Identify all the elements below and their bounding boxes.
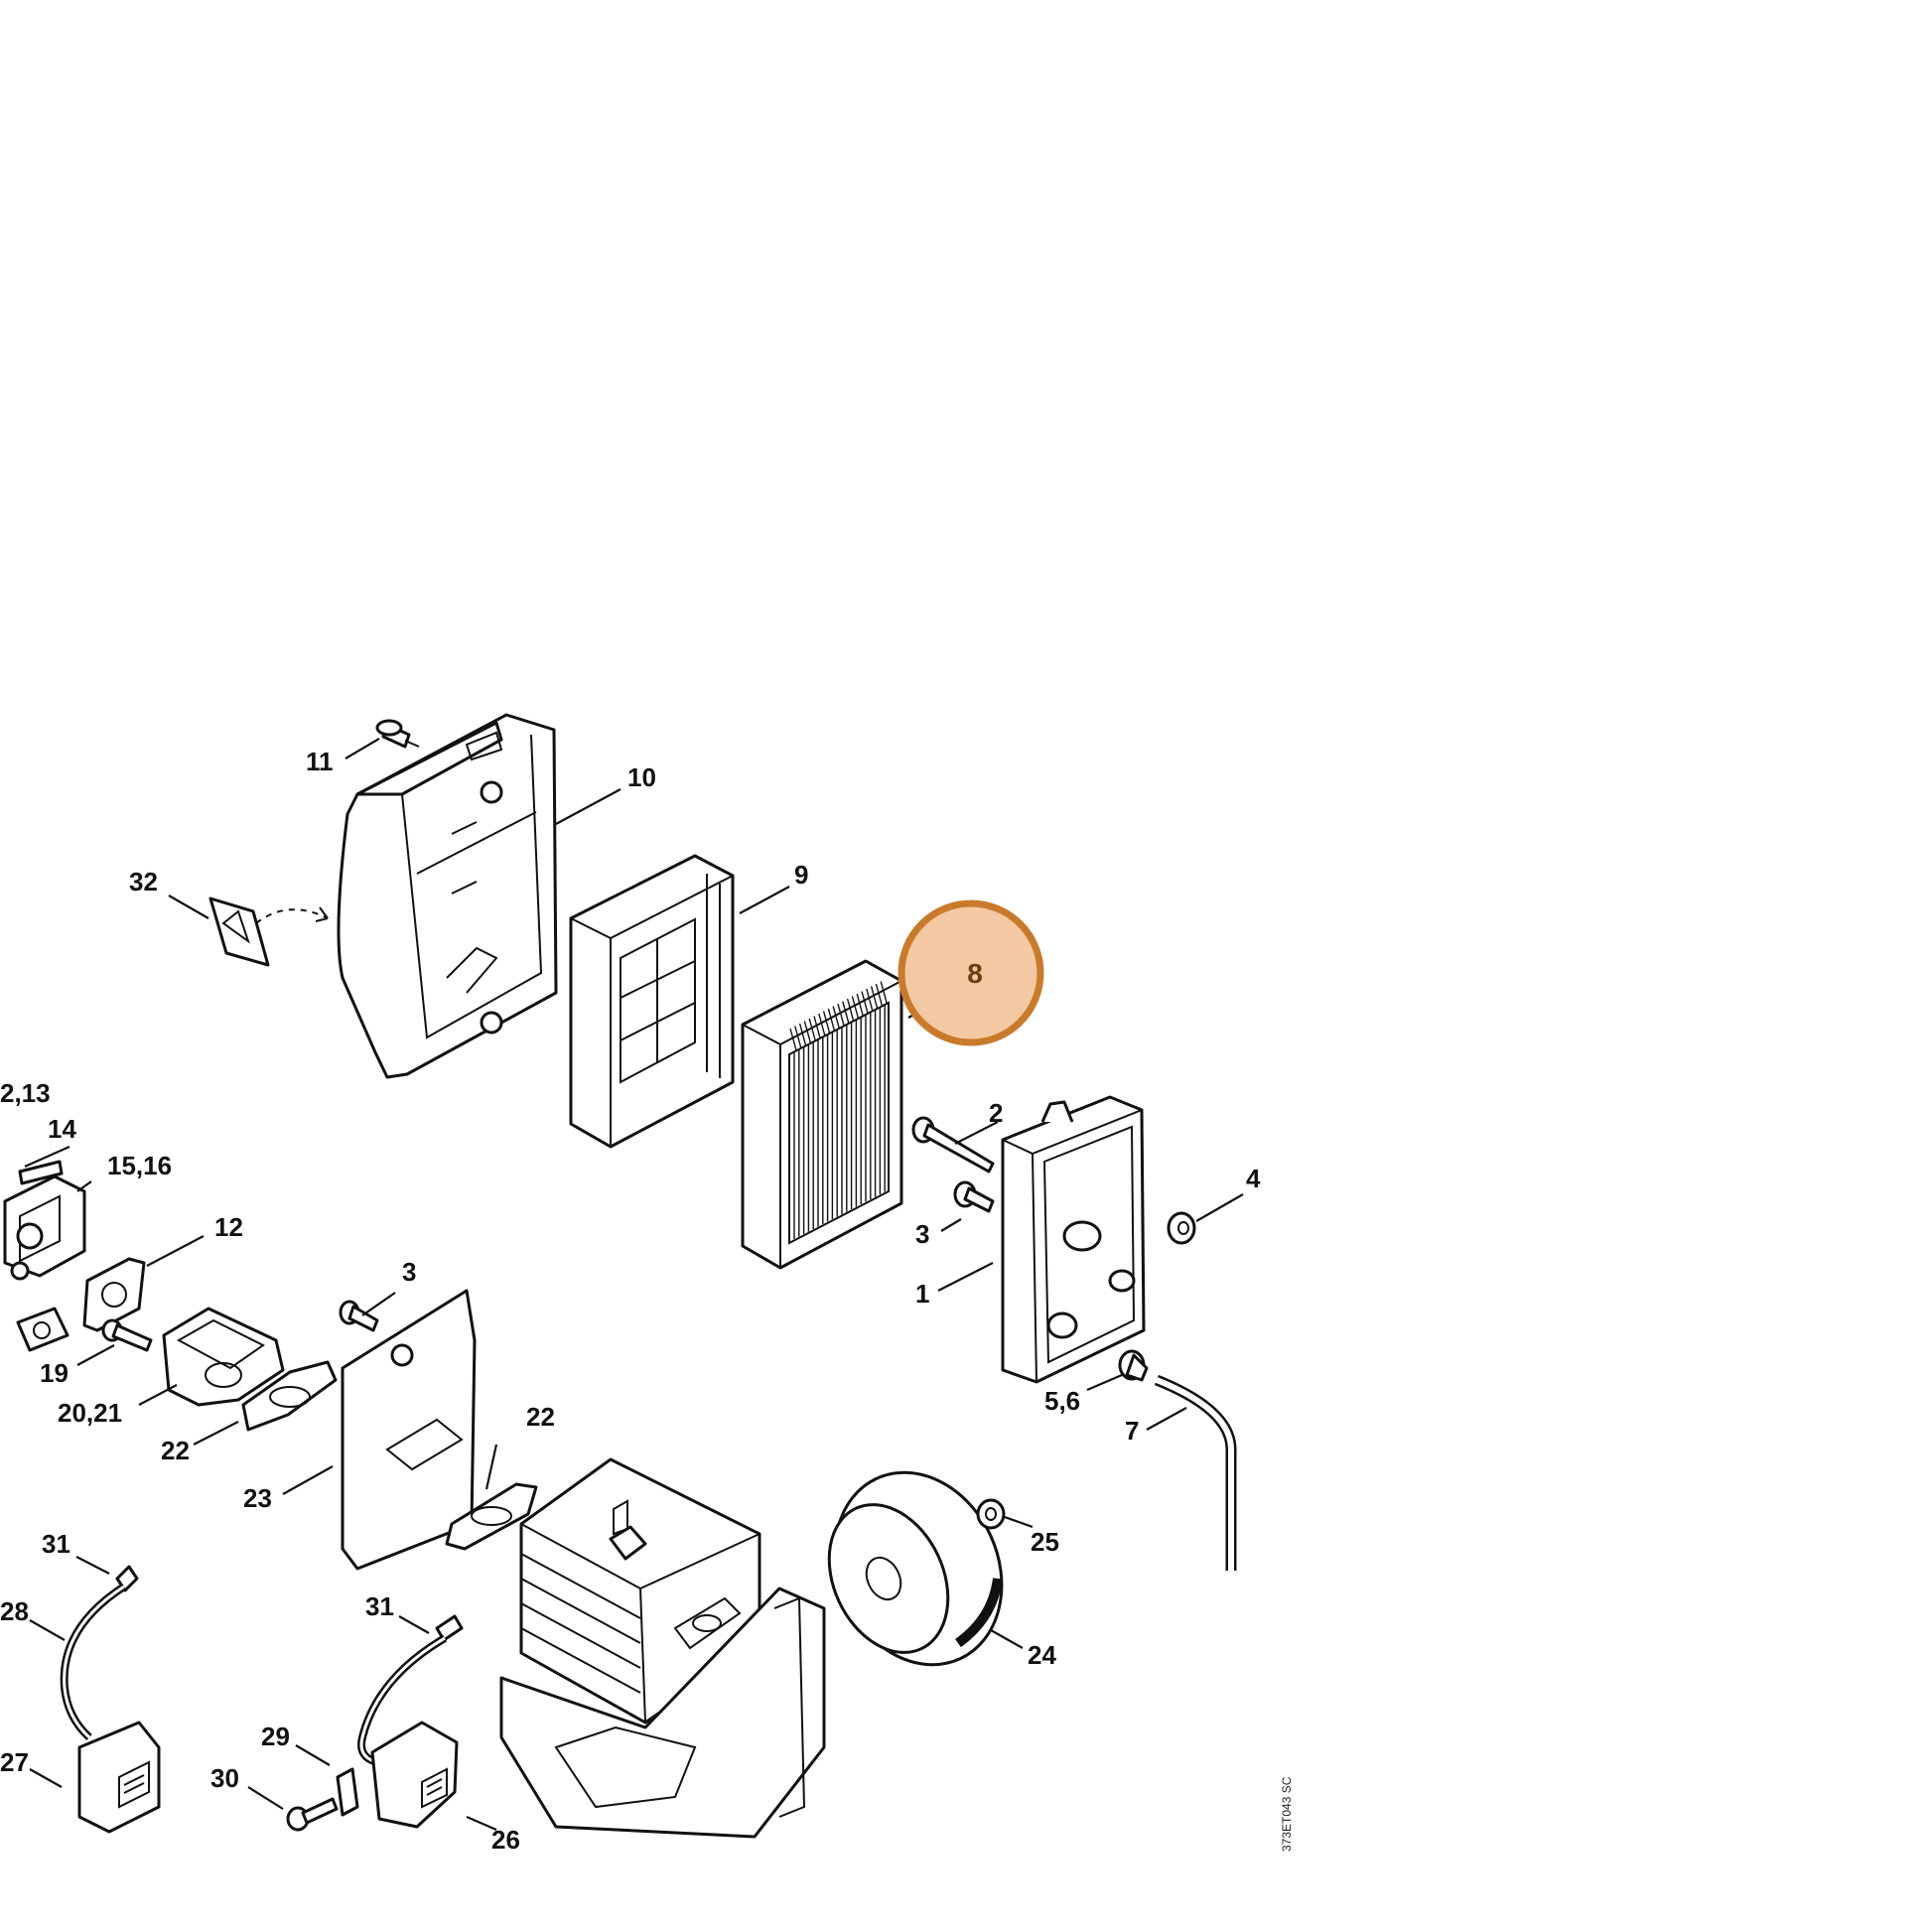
label-9: 9 bbox=[794, 860, 808, 890]
label-25: 25 bbox=[1031, 1527, 1059, 1557]
label-31-right: 31 bbox=[365, 1591, 394, 1621]
highlight-callout-part-8[interactable]: 8 bbox=[897, 899, 1044, 1046]
pleat-top bbox=[856, 993, 864, 1017]
part-8-filter-element[interactable] bbox=[741, 959, 903, 1270]
part-3-short-screw-lower[interactable] bbox=[339, 1300, 379, 1332]
label-29: 29 bbox=[261, 1722, 290, 1751]
label-4: 4 bbox=[1246, 1164, 1261, 1193]
label-3-upper: 3 bbox=[915, 1219, 929, 1249]
part-20-21-intake-flange[interactable] bbox=[162, 1307, 285, 1407]
pleat-top bbox=[794, 1026, 802, 1048]
part-28-ignition-lead-left[interactable] bbox=[60, 1583, 127, 1740]
pleat-top bbox=[880, 981, 888, 1004]
part-4-nut[interactable] bbox=[1167, 1211, 1196, 1245]
label-22-right: 22 bbox=[526, 1402, 555, 1432]
cylinder-crankcase[interactable] bbox=[499, 1457, 826, 1839]
part-3-short-screw-upper[interactable] bbox=[953, 1180, 995, 1213]
pleat-top bbox=[789, 1028, 797, 1051]
label-14: 14 bbox=[48, 1114, 76, 1144]
part-9-filter-frame[interactable] bbox=[569, 854, 735, 1149]
pleat-top bbox=[822, 1011, 831, 1034]
part-ignition-lead-right[interactable] bbox=[357, 1634, 448, 1766]
part-7-hose[interactable] bbox=[1154, 1374, 1237, 1571]
pleat-top bbox=[798, 1023, 807, 1046]
part-12-gasket[interactable] bbox=[82, 1257, 146, 1332]
pleat-top bbox=[861, 991, 869, 1014]
label-10: 10 bbox=[627, 762, 656, 792]
part-26-ignition-coil[interactable] bbox=[370, 1721, 459, 1829]
pleat-top bbox=[808, 1018, 816, 1041]
part-19-screw[interactable] bbox=[101, 1318, 153, 1352]
label-27: 27 bbox=[0, 1747, 29, 1777]
part-30-screw[interactable] bbox=[286, 1797, 339, 1832]
label-28: 28 bbox=[0, 1596, 29, 1626]
label-30: 30 bbox=[210, 1763, 239, 1793]
part-22-gasket-right[interactable] bbox=[445, 1482, 538, 1551]
part-1-base-plate[interactable] bbox=[1001, 1095, 1146, 1384]
label-20-21: 20,21 bbox=[58, 1398, 122, 1428]
pleat-top bbox=[842, 1001, 850, 1024]
label-31-left: 31 bbox=[42, 1529, 70, 1559]
part-27-ignition-module[interactable] bbox=[77, 1721, 161, 1834]
pleat-top bbox=[870, 986, 879, 1009]
part-5-6-fitting[interactable] bbox=[1118, 1349, 1149, 1382]
label-15-16: 15,16 bbox=[107, 1151, 172, 1180]
label-23: 23 bbox=[243, 1483, 272, 1513]
label-8: 8 bbox=[967, 958, 983, 989]
pleat-top bbox=[832, 1006, 840, 1029]
label-12: 12 bbox=[214, 1212, 243, 1242]
label-19: 19 bbox=[40, 1358, 69, 1388]
pleat-top bbox=[813, 1016, 821, 1038]
part-29-bracket[interactable] bbox=[336, 1767, 359, 1817]
label-26: 26 bbox=[491, 1825, 520, 1855]
label-11: 11 bbox=[306, 747, 334, 776]
part-32-warning-decal[interactable] bbox=[208, 897, 329, 967]
part-24-flywheel[interactable] bbox=[804, 1446, 1033, 1693]
pleat-top bbox=[818, 1013, 826, 1036]
label-2-13: 2,13 bbox=[0, 1078, 51, 1108]
label-7: 7 bbox=[1125, 1416, 1139, 1446]
pleat-top bbox=[851, 996, 860, 1019]
part-10-filter-cover[interactable] bbox=[337, 713, 558, 1079]
pleat-top bbox=[827, 1008, 836, 1032]
pleat-top bbox=[866, 988, 874, 1012]
filter-pleats bbox=[789, 981, 888, 1239]
pleat-top bbox=[875, 983, 884, 1007]
label-1: 1 bbox=[915, 1279, 929, 1309]
drawing-code: 373ET043 SC bbox=[1280, 1776, 1294, 1852]
label-24: 24 bbox=[1028, 1640, 1056, 1670]
label-2: 2 bbox=[989, 1098, 1003, 1128]
pleat-top bbox=[803, 1021, 812, 1043]
label-32: 32 bbox=[129, 867, 158, 897]
part-2-long-bolt[interactable] bbox=[911, 1116, 995, 1173]
part-15-16-carburetor[interactable] bbox=[3, 1160, 86, 1281]
pleat-top bbox=[837, 1003, 845, 1027]
label-22-left: 22 bbox=[161, 1436, 190, 1465]
part-labels: 11 10 32 9 2 3 4 1 5,6 7 25 24 2,13 14 1… bbox=[0, 747, 1261, 1855]
part-gasket-small[interactable] bbox=[16, 1307, 69, 1352]
part-22-gasket-left[interactable] bbox=[241, 1360, 338, 1432]
part-11-screw[interactable] bbox=[375, 719, 420, 749]
part-25-nut[interactable] bbox=[976, 1498, 1006, 1530]
label-3-lower: 3 bbox=[402, 1257, 416, 1287]
label-5-6: 5,6 bbox=[1044, 1386, 1080, 1416]
pleat-top bbox=[846, 998, 855, 1022]
